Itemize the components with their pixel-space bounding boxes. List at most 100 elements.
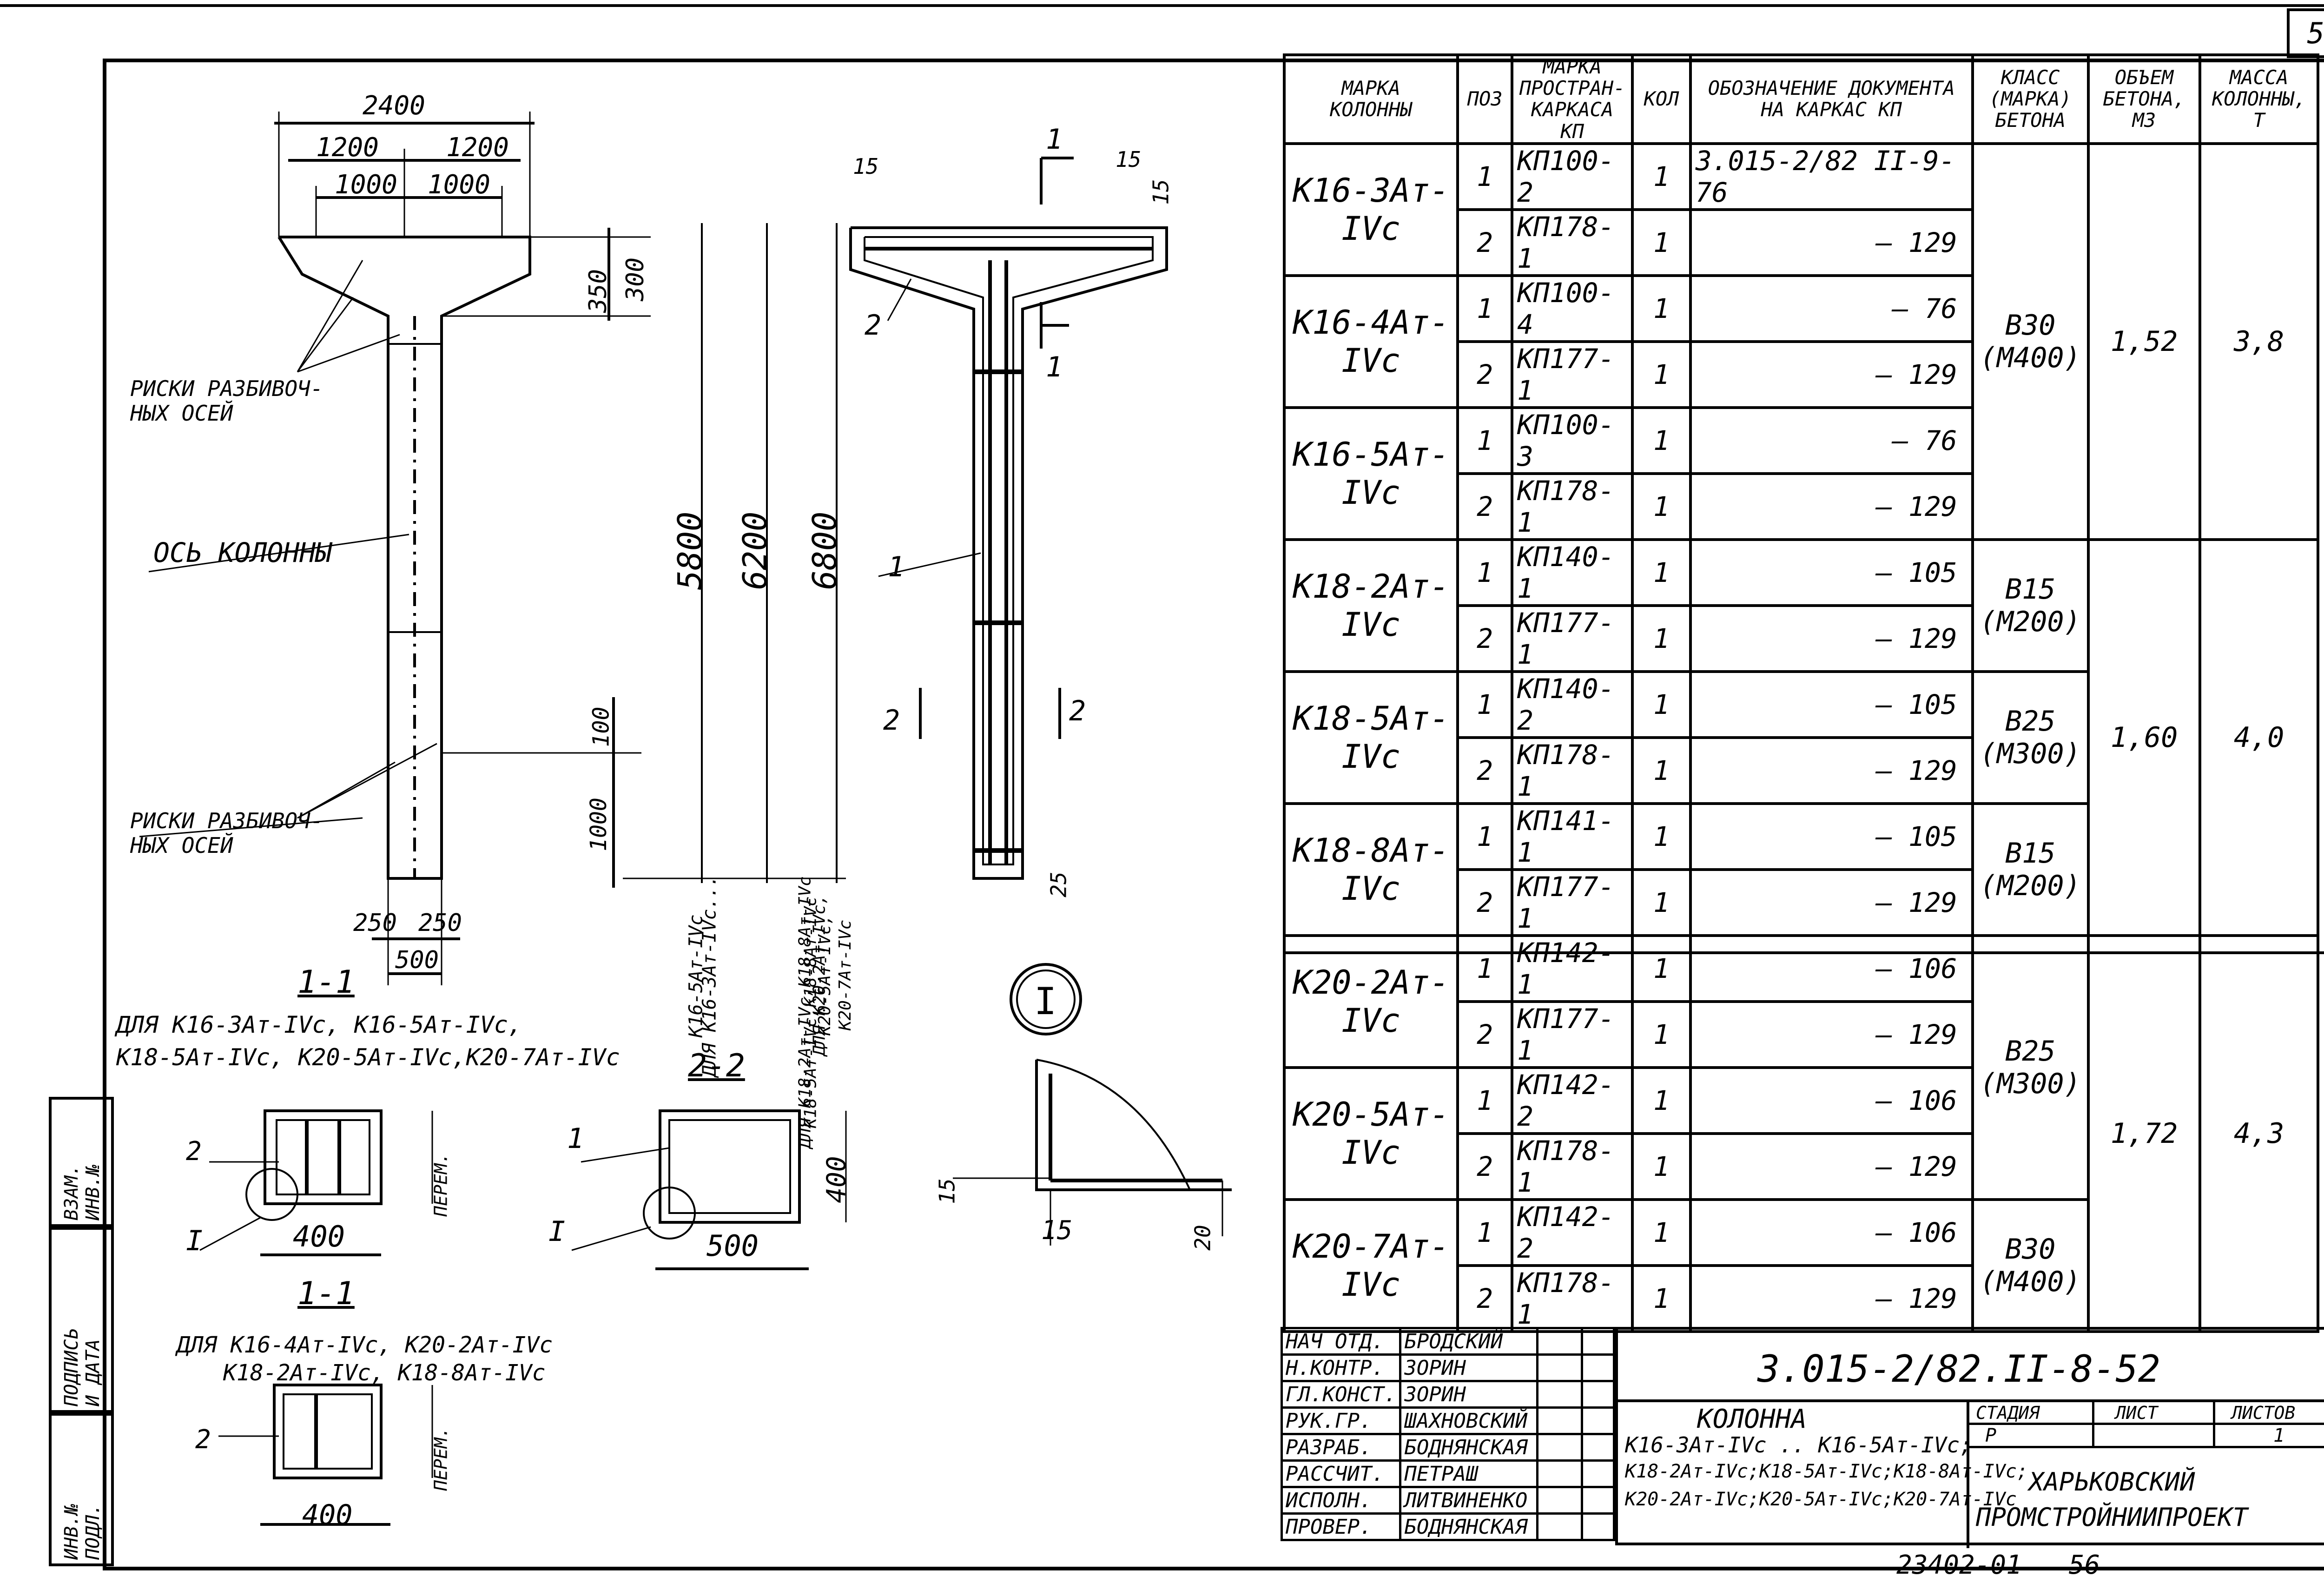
pos-cell: 1 (1456, 802, 1513, 871)
volume-2: 1,60 (2086, 538, 2202, 937)
table-row: РУК.ГР.ШАХНОВСКИЙ (1280, 1406, 1616, 1435)
date-cell (1580, 1486, 1616, 1515)
qty-cell: 1 (1631, 802, 1692, 871)
column-mark: К16-5Ат-IVс (1282, 406, 1459, 541)
kp-cell: КП177-1 (1510, 868, 1634, 937)
section-a-perem: ПЕРЕМ. (430, 1153, 451, 1217)
sign-cell (1536, 1433, 1583, 1462)
section-1-1-c (218, 1384, 433, 1526)
section-c-note1: ДЛЯ К16-4Ат-IVс, К20-2Ат-IVс (177, 1332, 553, 1358)
pos-cell: 2 (1456, 340, 1513, 409)
section-c-perem: ПЕРЕМ. (430, 1427, 451, 1491)
section-a-detail: I (186, 1225, 203, 1257)
role-cell: РАССЧИТ. (1280, 1459, 1402, 1488)
kp-cell: КП178-1 (1510, 208, 1634, 277)
dim-h3: 6800 (805, 511, 844, 590)
doc-cell: – 105 (1689, 802, 1974, 871)
doc-cell: – 129 (1689, 604, 1974, 673)
role-cell: РАЗРАБ. (1280, 1433, 1402, 1462)
kp-cell: КП142-2 (1510, 1198, 1634, 1267)
pos-cell: 2 (1456, 472, 1513, 541)
table-row: 2 КП177-1 1 – 129 (1284, 868, 2318, 937)
side-stamp-text: ВЗАМ. ИНВ.№ (61, 1164, 104, 1220)
doc-cell: – 129 (1689, 1000, 1974, 1069)
dim-base-total: 500 (395, 946, 439, 974)
table-row: К18-2Ат-IVс 1 КП140-1 1 – 105 В15 (М200)… (1282, 538, 2319, 937)
item-desc-2: К18-2Ат-IVс;К18-5Ат-IVс;К18-8Ат-IVс; (1625, 1461, 2028, 1482)
doc-cell: – 129 (1689, 340, 1974, 409)
date-cell (1580, 1433, 1616, 1462)
table-row: К20-7Ат-IVс 1 КП142-2 1 – 106 В30 (М400) (1282, 1198, 2318, 1333)
item-name: КОЛОННА (1697, 1404, 1807, 1434)
table-row: 2 КП178-1 1 – 129 (1284, 1132, 2318, 1201)
qty-cell: 1 (1631, 340, 1692, 409)
concrete-class-2: В15 (М200) (1971, 538, 2090, 673)
dim-inner-left: 1000 (335, 170, 397, 200)
spec-header-kp: МАРКА ПРОСТРАН- КАРКАСА КП (1510, 53, 1634, 145)
kp-cell: КП142-1 (1510, 934, 1634, 1003)
doc-cell: 3.015-2/82 II-9-76 (1689, 142, 1974, 211)
pos1-label: 1 (888, 551, 905, 583)
pos-cell: 2 (1456, 736, 1513, 805)
kp-cell: КП178-1 (1510, 1264, 1634, 1333)
pos-cell: 1 (1456, 934, 1513, 1003)
spec-header-row: МАРКА КОЛОННЫ ПОЗ МАРКА ПРОСТРАН- КАРКАС… (1282, 53, 2319, 145)
doc-cell: – 106 (1689, 1198, 1974, 1267)
qty-cell: 1 (1631, 406, 1692, 475)
kp-cell: КП140-1 (1510, 538, 1634, 607)
pos-cell: 1 (1456, 1198, 1513, 1267)
concrete-class-4: В15 (М200) (1971, 802, 2090, 937)
role-cell: ГЛ.КОНСТ. (1280, 1380, 1402, 1409)
section-c-title: 1-1 (297, 1275, 355, 1312)
table-row: К18-5Ат-IVс 1 КП140-2 1 – 105 В25 (М300) (1282, 670, 2318, 805)
doc-cell: – 129 (1689, 1132, 1974, 1201)
kp-cell: КП100-2 (1510, 142, 1634, 211)
detail-I-dim-20: 20 (1190, 1225, 1215, 1251)
section-1-1-a (199, 1109, 433, 1256)
dim-base-left: 250 (353, 909, 397, 937)
qty-cell: 1 (1631, 274, 1692, 343)
pos-cell: 1 (1456, 1066, 1513, 1135)
spec-table: МАРКА КОЛОННЫ ПОЗ МАРКА ПРОСТРАН- КАРКАС… (1282, 53, 2319, 1333)
label-risk-bottom: РИСКИ РАЗБИВОЧ- НЫХ ОСЕЙ (130, 808, 324, 858)
section-c-pos: 2 (195, 1425, 211, 1455)
column-mark: К18-8Ат-IVс (1282, 802, 1459, 937)
table-row: 2 КП178-1 1 – 129 (1284, 472, 2318, 541)
sheet-frame (103, 59, 2324, 1570)
qty-cell: 1 (1631, 1198, 1692, 1267)
mass-3: 4,3 (2199, 934, 2319, 1333)
table-row: ПРОВЕР.БОДНЯНСКАЯ (1280, 1512, 1616, 1541)
sign-cell (1536, 1459, 1583, 1488)
pos-cell: 1 (1456, 538, 1513, 607)
doc-code: 3.015-2/82.II-8-52 (1757, 1347, 2160, 1391)
sign-cell (1536, 1406, 1583, 1435)
sheets-value: 1 (2273, 1425, 2285, 1446)
date-cell (1580, 1406, 1616, 1435)
column-mark: К20-2Ат-IVс (1282, 934, 1459, 1069)
section-c-width: 400 (302, 1499, 353, 1531)
detail-I-label: I (1034, 980, 1057, 1023)
detail-I-dim-15b: 15 (1041, 1215, 1073, 1246)
qty-cell: 1 (1631, 1132, 1692, 1201)
mass-1: 3,8 (2199, 142, 2319, 541)
spec-header-volume: ОБЪЕМ БЕТОНА, М3 (2086, 53, 2202, 145)
spec-header-class: КЛАСС (МАРКА) БЕТОНА (1971, 53, 2090, 145)
volume-3: 1,72 (2086, 934, 2202, 1333)
role-cell: НАЧ ОТД. (1280, 1327, 1402, 1356)
date-cell (1580, 1327, 1616, 1356)
side-stamp-cell: ИНВ.№ ПОДЛ. (49, 1413, 114, 1566)
sign-cell (1536, 1512, 1583, 1541)
pos-cell: 1 (1456, 274, 1513, 343)
qty-cell: 1 (1631, 1000, 1692, 1069)
doc-cell: – 76 (1689, 274, 1974, 343)
concrete-class-3: В25 (М300) (1971, 670, 2090, 805)
dim-inner-right: 1000 (428, 170, 490, 200)
role-cell: Н.КОНТР. (1280, 1353, 1402, 1382)
concrete-class-6: В30 (М400) (1971, 1198, 2090, 1333)
organization: ХАРЬКОВСКИЙ ПРОМСТРОЙНИИПРОЕКТ (1976, 1467, 2248, 1532)
kp-cell: КП100-3 (1510, 406, 1634, 475)
reinforcement-elevation (849, 157, 1168, 880)
table-row: РАЗРАБ.БОДНЯНСКАЯ (1280, 1433, 1616, 1462)
table-row: 2 КП177-1 1 – 129 (1284, 340, 2318, 409)
